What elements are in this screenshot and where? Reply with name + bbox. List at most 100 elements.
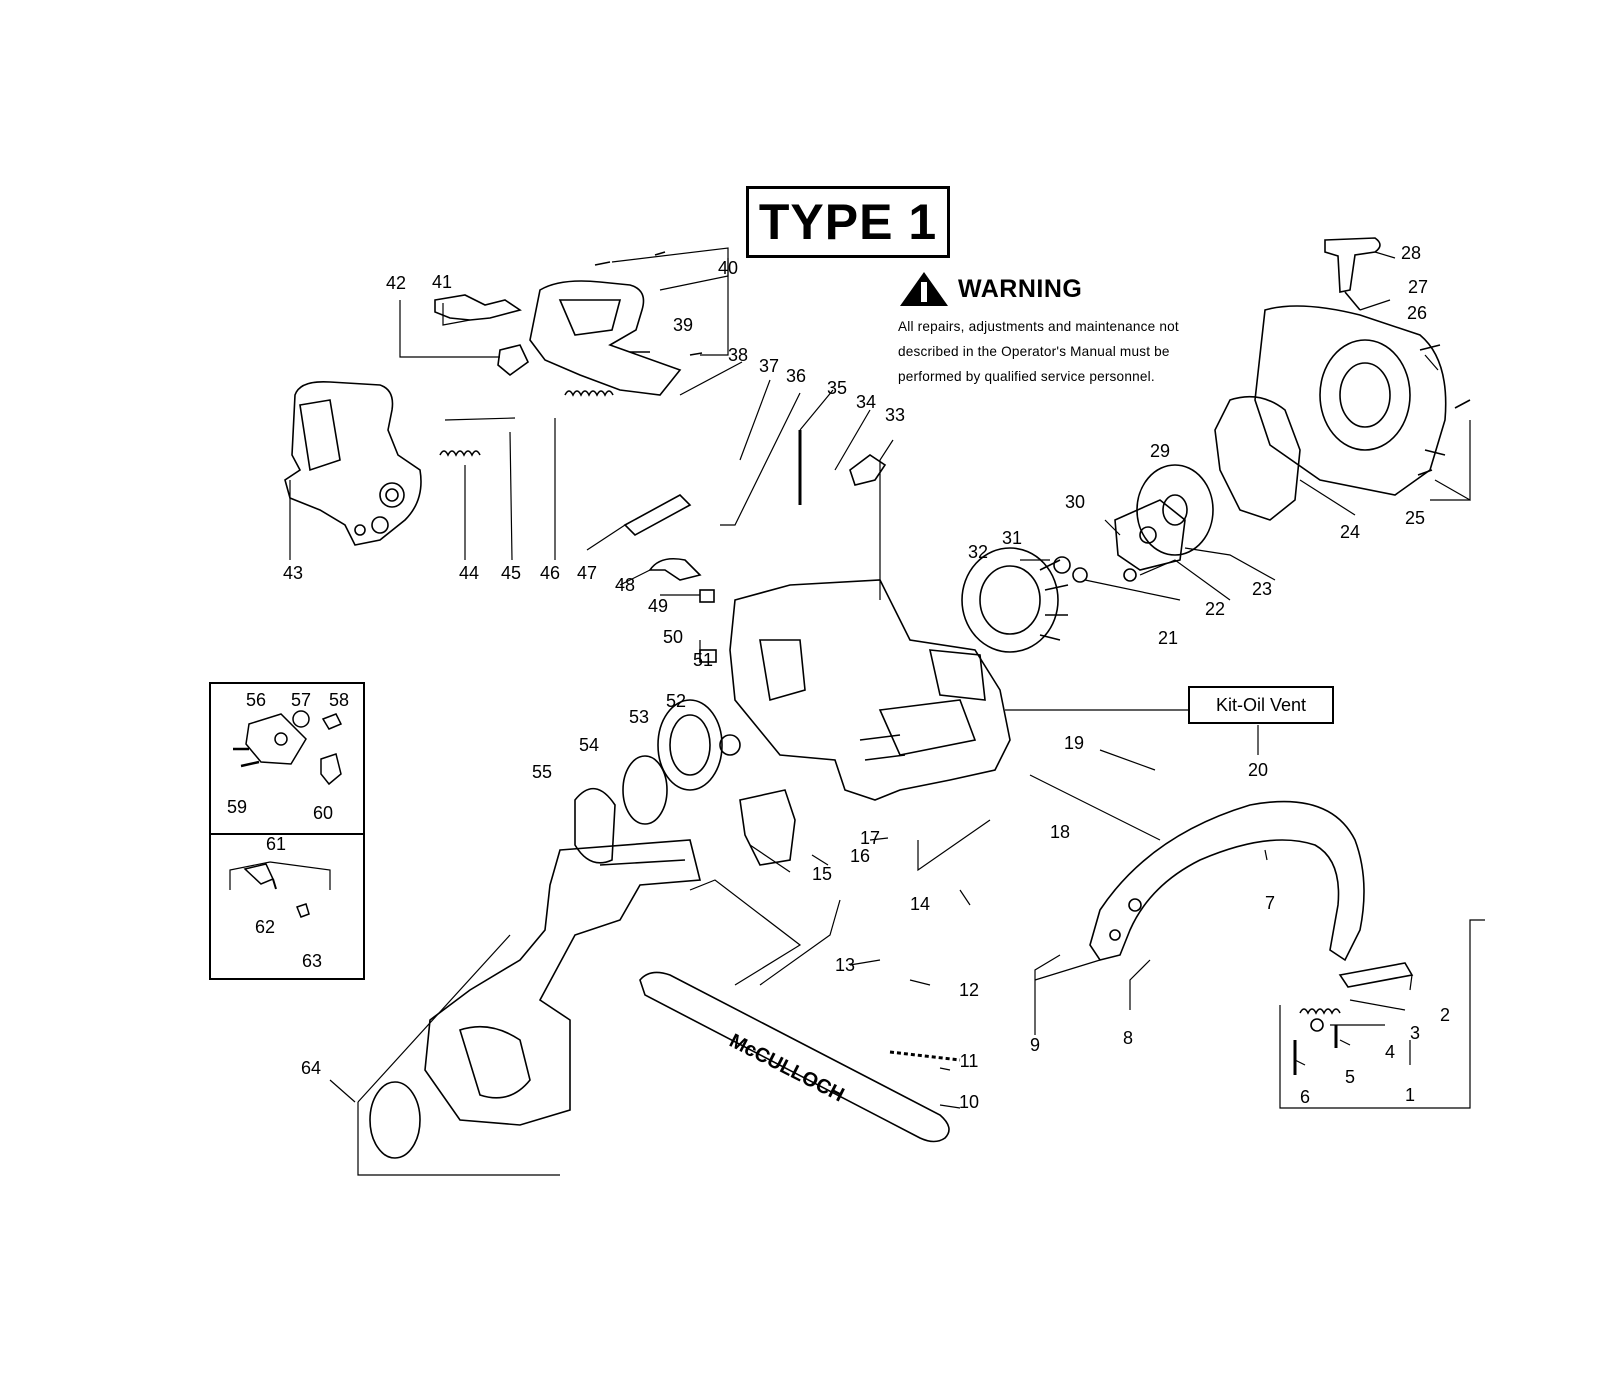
callout-64: 64 (300, 1058, 322, 1078)
spring-46-part (564, 390, 614, 397)
plate-54-part (622, 755, 668, 825)
callout-52: 52 (665, 691, 687, 711)
engine-housing-part (729, 579, 1011, 801)
callout-19: 19 (1063, 733, 1085, 753)
inset-box-56-63 (209, 682, 365, 980)
callout-44: 44 (458, 563, 480, 583)
saw-chain-part (889, 1050, 961, 1062)
oil-pickup-62-part (243, 863, 275, 885)
callout-57: 57 (290, 690, 312, 710)
starter-grip-part (1324, 237, 1381, 311)
front-handle-part (1089, 800, 1365, 962)
callout-24: 24 (1339, 522, 1361, 542)
callout-36: 36 (785, 366, 807, 386)
callout-12: 12 (958, 980, 980, 1000)
starter-housing-part (1254, 305, 1447, 496)
part-58 (321, 713, 343, 730)
callout-42: 42 (385, 273, 407, 293)
callout-23: 23 (1251, 579, 1273, 599)
cover-plate-part (1214, 395, 1301, 521)
chain-brake-part (739, 789, 796, 866)
callout-18: 18 (1049, 822, 1071, 842)
callout-2: 2 (1439, 1005, 1451, 1025)
guide-bar-part: McCULLOCH (639, 971, 950, 1143)
callout-41: 41 (431, 272, 453, 292)
guide-bar-brand-label: McCULLOCH (726, 1030, 848, 1107)
screws-5-6-part (1293, 1025, 1338, 1075)
washer-22-part (1123, 568, 1137, 582)
callout-58: 58 (328, 690, 350, 710)
callout-50: 50 (662, 627, 684, 647)
callout-22: 22 (1204, 599, 1226, 619)
oil-pump-part (245, 713, 307, 765)
pawl-assembly-part (1114, 499, 1186, 571)
warning-header: WARNING (898, 270, 1238, 308)
nut-21-part (1072, 567, 1088, 583)
callout-54: 54 (578, 735, 600, 755)
callout-30: 30 (1064, 492, 1086, 512)
warning-triangle-icon (900, 272, 948, 306)
side-cover-part (369, 839, 702, 1159)
part-50 (699, 649, 717, 663)
callout-34: 34 (855, 392, 877, 412)
part-63 (296, 903, 310, 918)
callout-27: 27 (1407, 277, 1429, 297)
callout-7: 7 (1264, 893, 1276, 913)
callout-43: 43 (282, 563, 304, 583)
callout-5: 5 (1344, 1067, 1356, 1087)
rear-handle-part (284, 380, 422, 546)
warning-notice: WARNING All repairs, adjustments and mai… (898, 270, 1238, 389)
spring-44-part (439, 450, 481, 457)
callout-35: 35 (826, 378, 848, 398)
callout-11: 11 (959, 1051, 979, 1071)
inset-parts-drawing (233, 710, 343, 918)
warning-line: performed by qualified service personnel… (898, 369, 1155, 384)
callout-40: 40 (717, 258, 739, 278)
callout-60: 60 (312, 803, 334, 823)
plate-2-part (1338, 962, 1414, 988)
pulley-part (1136, 464, 1214, 556)
diagram-title-box: TYPE 1 (746, 186, 950, 258)
part-60 (320, 753, 342, 786)
callout-38: 38 (727, 345, 749, 365)
callout-21: 21 (1157, 628, 1179, 648)
part-57 (292, 710, 310, 728)
callout-56: 56 (245, 690, 267, 710)
callout-20: 20 (1247, 760, 1269, 780)
callout-46: 46 (539, 563, 561, 583)
callout-32: 32 (967, 542, 989, 562)
callout-37: 37 (758, 356, 780, 376)
callout-55: 55 (531, 762, 553, 782)
callout-10: 10 (958, 1092, 980, 1112)
callout-31: 31 (1001, 528, 1023, 548)
handle-cover-part (529, 251, 703, 396)
callout-47: 47 (576, 563, 598, 583)
callout-51: 51 (692, 650, 714, 670)
part-47 (623, 494, 692, 536)
callout-13: 13 (834, 955, 856, 975)
part-49 (699, 589, 715, 603)
callout-16: 16 (849, 846, 871, 866)
cover-55-part (574, 787, 616, 864)
callout-39: 39 (672, 315, 694, 335)
washer-52-part (719, 734, 741, 756)
washer-31-part (1053, 556, 1071, 574)
callout-53: 53 (628, 707, 650, 727)
clutch-drum-part (657, 699, 723, 791)
throttle-trigger-part (497, 344, 530, 377)
callout-63: 63 (301, 951, 323, 971)
callout-28: 28 (1400, 243, 1422, 263)
flywheel-part (961, 547, 1069, 653)
screws-25-part (1417, 399, 1471, 476)
throttle-lockout-part (434, 294, 522, 321)
callout-17: 17 (859, 828, 881, 848)
part-48 (648, 557, 702, 581)
callout-9: 9 (1029, 1035, 1041, 1055)
callout-62: 62 (254, 917, 276, 937)
callout-1: 1 (1404, 1085, 1416, 1105)
warning-heading: WARNING (958, 274, 1083, 303)
callout-15: 15 (811, 864, 833, 884)
callout-48: 48 (614, 575, 636, 595)
callout-8: 8 (1122, 1028, 1134, 1048)
